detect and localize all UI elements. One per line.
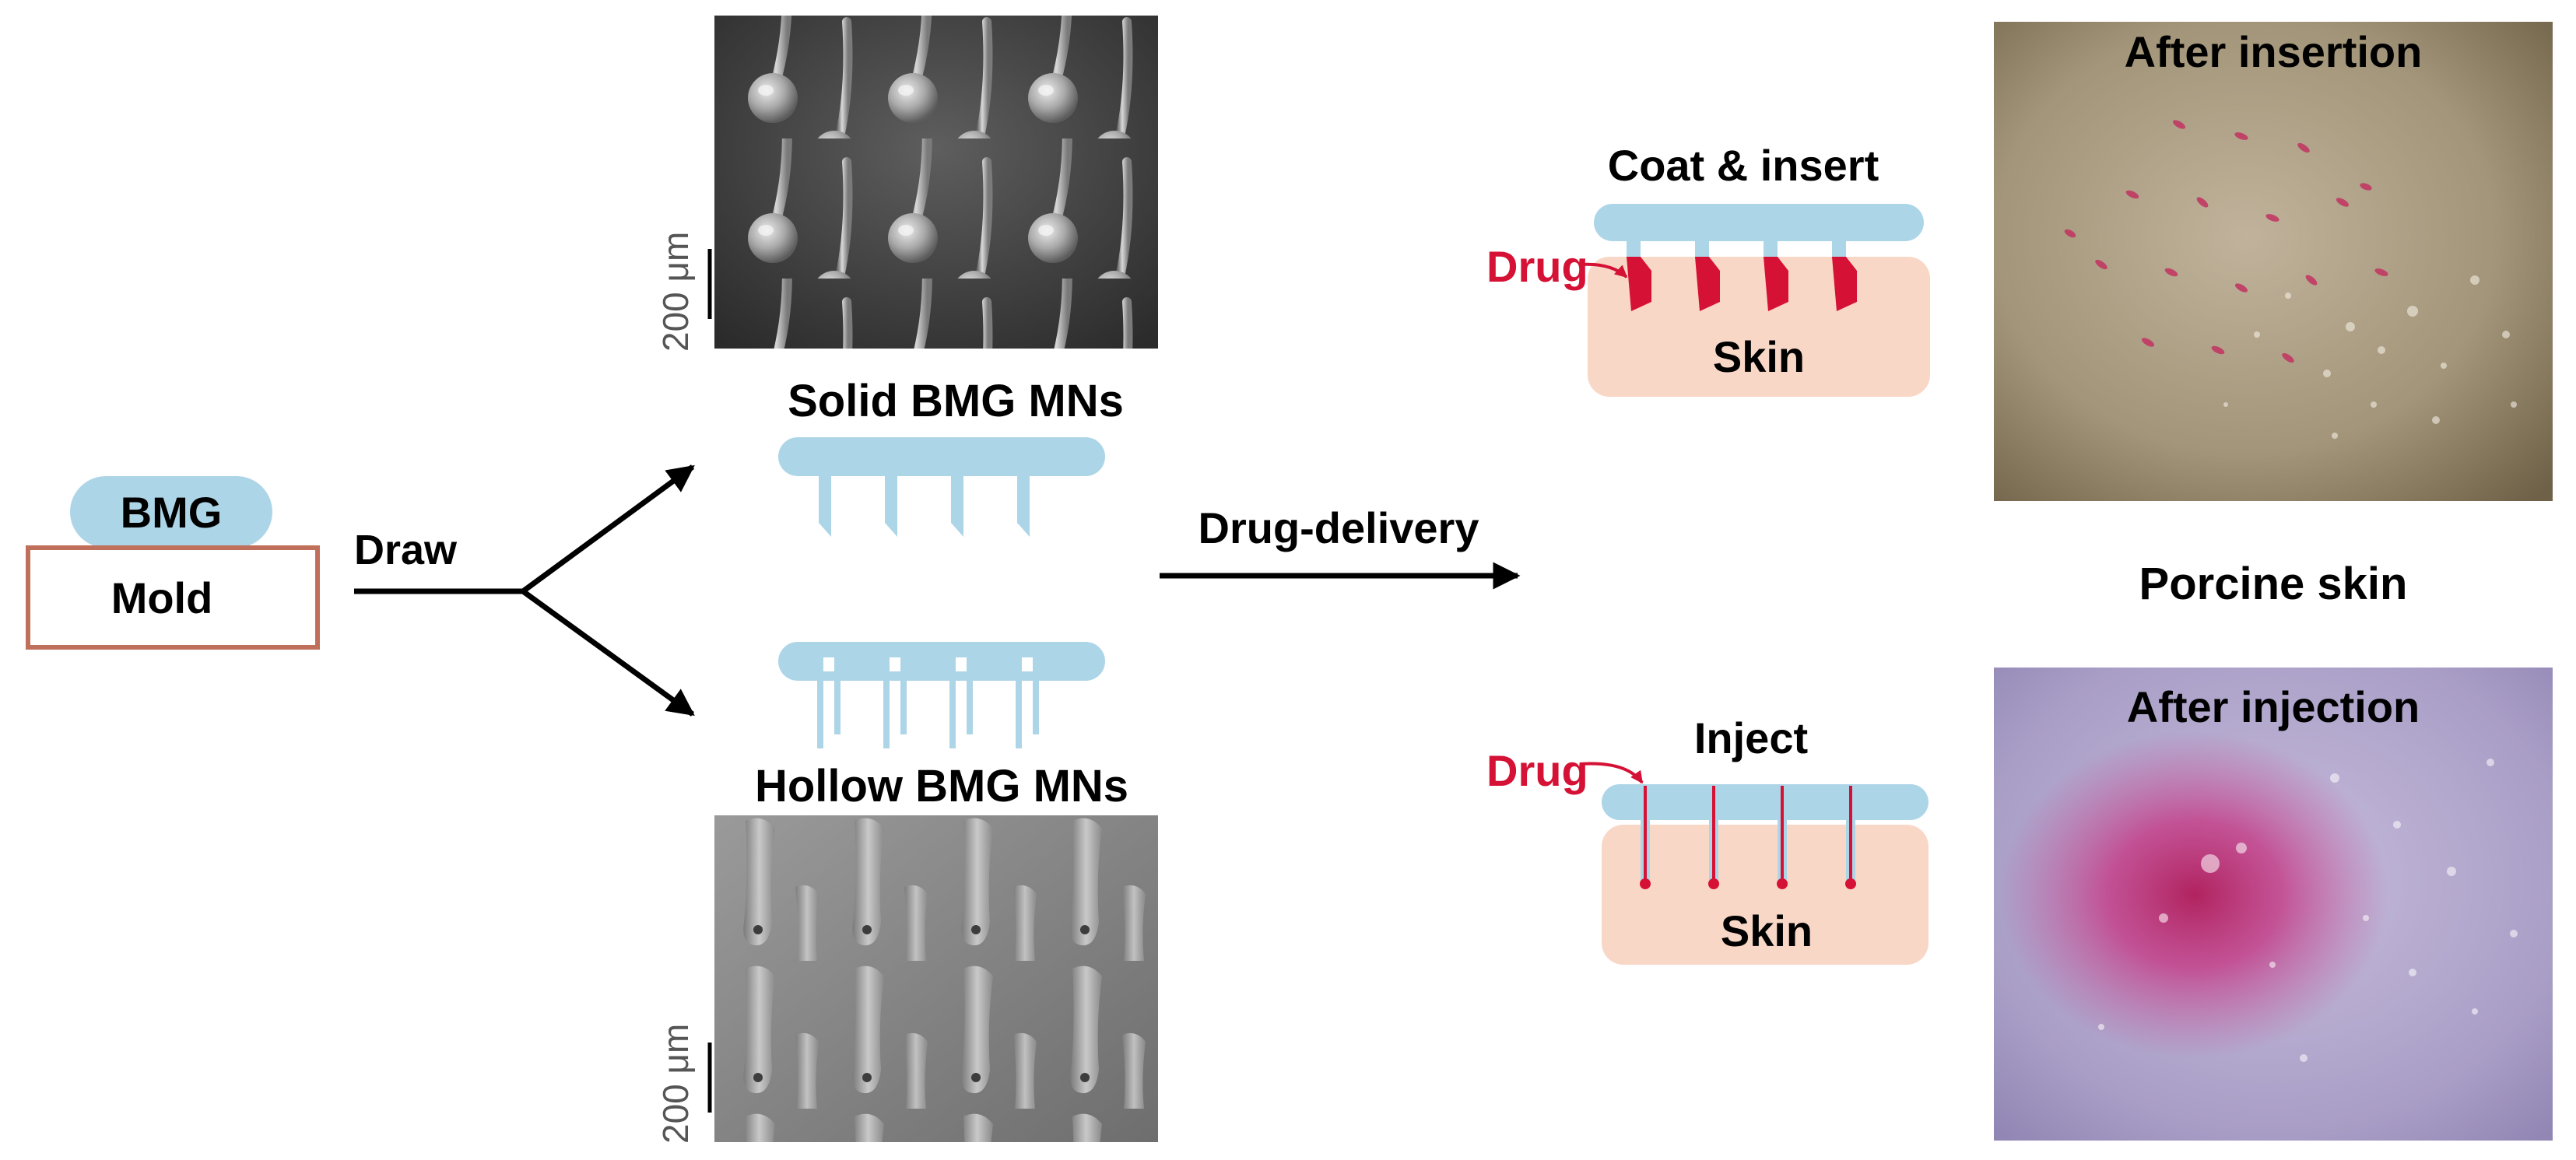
- solid-mn-schematic: [778, 437, 1105, 537]
- drug-label-top: Drug: [1486, 242, 1588, 291]
- inject-schematic: Inject Skin Drug: [1486, 713, 1928, 965]
- bmg-mold-group: BMG Mold: [26, 476, 320, 650]
- coat-insert-title: Coat & insert: [1608, 141, 1879, 190]
- drug-label-bottom: Drug: [1486, 746, 1588, 795]
- inject-title: Inject: [1694, 713, 1808, 762]
- mold-label: Mold: [111, 573, 213, 622]
- drug-channels: [1640, 786, 1856, 889]
- after-insertion-label: After insertion: [2125, 27, 2423, 76]
- drug-coating: [1627, 257, 1857, 311]
- insertion-marks: [2064, 120, 2388, 363]
- bmg-label: BMG: [121, 488, 223, 537]
- hollow-mn-schematic: [778, 642, 1105, 748]
- skin-label-bottom: Skin: [1721, 906, 1813, 955]
- skin-label-top: Skin: [1713, 332, 1805, 381]
- scale-label-bottom: 200 μm: [655, 1024, 696, 1144]
- drug-delivery-label: Drug-delivery: [1199, 503, 1479, 552]
- solid-mns-title: Solid BMG MNs: [788, 376, 1124, 426]
- coat-insert-schematic: Coat & insert Skin Drug: [1486, 141, 1930, 397]
- after-injection-label: After injection: [2127, 682, 2420, 731]
- mold-box: [26, 545, 320, 650]
- sem-solid-image: [714, 16, 1158, 349]
- draw-label: Draw: [354, 527, 458, 573]
- drug-delivery-arrow: Drug-delivery: [1160, 503, 1521, 590]
- scale-bar-bottom: 200 μm: [655, 1024, 712, 1144]
- scale-label-top: 200 μm: [655, 232, 696, 352]
- bmg-pill: [70, 476, 272, 548]
- draw-arrow: Draw: [354, 464, 695, 717]
- sem-hollow-image: [714, 815, 1158, 1142]
- photo-after-injection: After injection: [1994, 668, 2553, 1141]
- scale-bar-top: 200 μm: [655, 232, 712, 352]
- porcine-skin-label: Porcine skin: [2139, 559, 2408, 609]
- photo-after-insertion: After insertion: [1994, 22, 2553, 501]
- hollow-mns-title: Hollow BMG MNs: [755, 761, 1128, 811]
